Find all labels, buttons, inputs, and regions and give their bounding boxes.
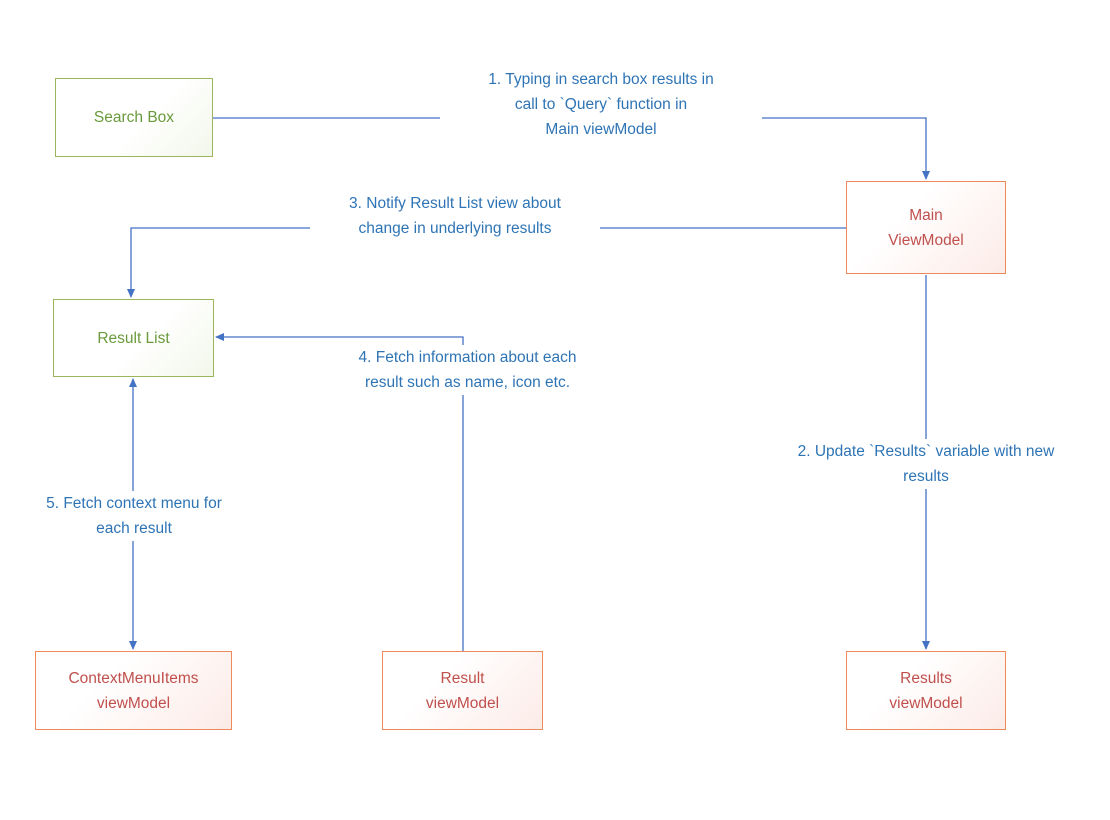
node-results-viewmodel: Results viewModel <box>846 651 1006 730</box>
node-main-viewmodel: Main ViewModel <box>846 181 1006 274</box>
node-result-viewmodel-label: Result viewModel <box>425 669 500 712</box>
node-contextmenuitems-viewmodel-label: ContextMenuItems viewModel <box>68 669 199 712</box>
node-search-box-label: Search Box <box>93 109 175 126</box>
annotation-step5: 5. Fetch context menu for each result <box>23 491 245 541</box>
node-result-viewmodel: Result viewModel <box>382 651 543 730</box>
annotation-step1: 1. Typing in search box results in call … <box>440 67 762 142</box>
node-contextmenuitems-viewmodel: ContextMenuItems viewModel <box>35 651 232 730</box>
node-result-list-label: Result List <box>97 329 170 347</box>
node-main-viewmodel-label: Main ViewModel <box>888 206 964 249</box>
node-results-viewmodel-label: Results viewModel <box>889 669 963 712</box>
node-result-list: Result List <box>53 299 214 377</box>
annotation-step3: 3. Notify Result List view about change … <box>310 191 600 241</box>
arrow-step3-mainviewmodel-to-resultlist <box>127 227 846 298</box>
node-search-box: Search Box <box>55 78 213 157</box>
annotation-step4: 4. Fetch information about each result s… <box>325 345 610 395</box>
annotation-step2: 2. Update `Results` variable with new re… <box>760 439 1092 489</box>
arrow-step4-resultviewmodel-to-resultlist <box>215 333 464 651</box>
